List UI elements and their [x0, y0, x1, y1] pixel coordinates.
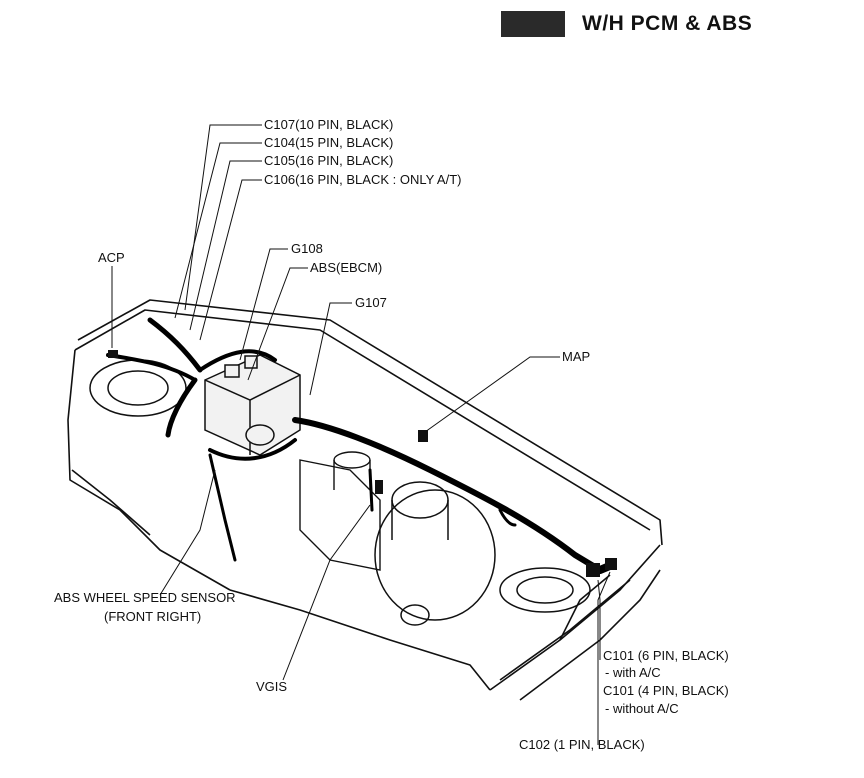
label-c102: C102 (1 PIN, BLACK) — [519, 737, 645, 752]
page-title: W/H PCM & ABS — [582, 12, 753, 35]
label-c101-with-ac: - with A/C — [605, 665, 661, 680]
label-g107: G107 — [355, 295, 387, 310]
label-c106: C106(16 PIN, BLACK : ONLY A/T) — [264, 172, 462, 187]
label-wheel-sensor-2: (FRONT RIGHT) — [104, 609, 202, 624]
vgis-connector — [375, 480, 383, 494]
label-map: MAP — [562, 349, 591, 364]
acp-connector — [108, 350, 118, 358]
label-vgis: VGIS — [256, 679, 288, 694]
label-c105: C105(16 PIN, BLACK) — [264, 153, 394, 168]
label-abs-ebcm: ABS(EBCM) — [310, 260, 383, 275]
header-block — [501, 11, 565, 37]
strut-towers — [89, 359, 591, 613]
label-wheel-sensor-1: ABS WHEEL SPEED SENSOR — [54, 590, 236, 605]
body-outline — [67, 299, 663, 701]
label-c101-6pin: C101 (6 PIN, BLACK) — [603, 648, 729, 663]
label-c107: C107(10 PIN, BLACK) — [264, 117, 394, 132]
c102-connector — [605, 558, 617, 570]
label-acp: ACP — [98, 250, 125, 265]
label-c104: C104(15 PIN, BLACK) — [264, 135, 394, 150]
map-connector — [418, 430, 428, 442]
abs-ebcm-unit — [204, 354, 301, 456]
connectors — [108, 350, 617, 577]
air-cleaner — [374, 481, 496, 626]
label-c101-without-ac: - without A/C — [605, 701, 679, 716]
label-c101-4pin: C101 (4 PIN, BLACK) — [603, 683, 729, 698]
leader-lines — [111, 124, 611, 745]
c101-connector — [586, 563, 600, 577]
label-g108: G108 — [291, 241, 323, 256]
battery-area — [299, 451, 381, 571]
